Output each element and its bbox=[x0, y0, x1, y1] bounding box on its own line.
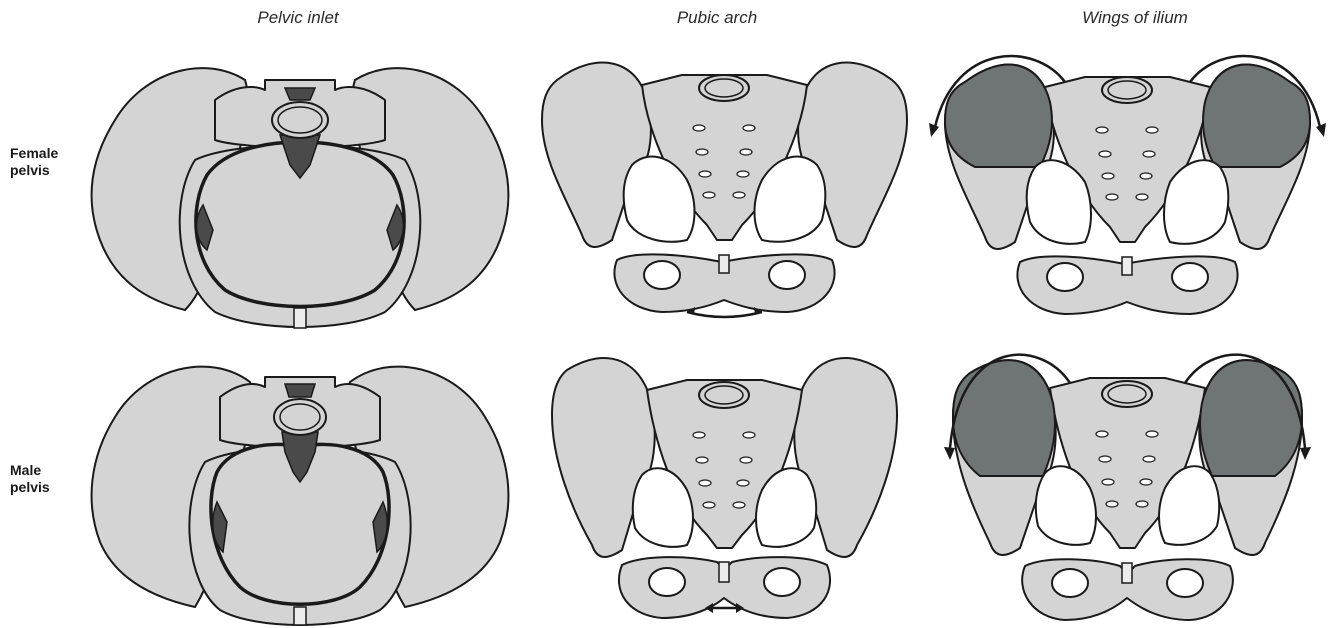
male-pubic-arch-illustration bbox=[537, 350, 912, 625]
row-label-male-line2: pelvis bbox=[10, 479, 50, 496]
row-label-female-line2: pelvis bbox=[10, 162, 58, 179]
female-pubic-arch-illustration bbox=[537, 50, 912, 320]
column-title-pubic-arch: Pubic arch bbox=[567, 8, 867, 28]
row-label-male-line1: Male bbox=[10, 462, 50, 479]
female-wings-of-ilium-illustration bbox=[925, 42, 1330, 322]
male-pelvic-inlet-illustration bbox=[85, 352, 515, 627]
female-pelvic-inlet-illustration bbox=[85, 50, 515, 330]
column-title-pelvic-inlet: Pelvic inlet bbox=[148, 8, 448, 28]
row-label-female-line1: Female bbox=[10, 145, 58, 162]
column-title-wings-of-ilium: Wings of ilium bbox=[985, 8, 1285, 28]
row-label-male: Male pelvis bbox=[10, 462, 50, 496]
row-label-female: Female pelvis bbox=[10, 145, 58, 179]
male-wings-of-ilium-illustration bbox=[925, 338, 1330, 626]
